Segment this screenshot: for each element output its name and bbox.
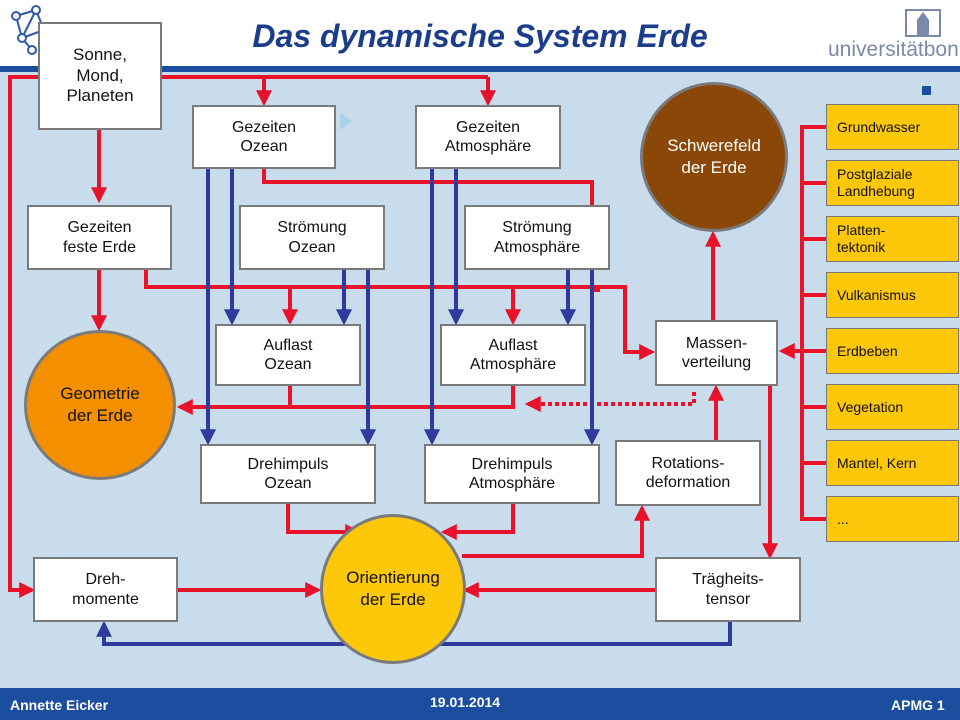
side-process-vulkanismus: Vulkanismus [826,272,959,318]
node-orientierung-der-erde: Orientierung der Erde [320,514,466,664]
side-process-plattentektonik: Platten- tektonik [826,216,959,262]
slide-marker-square [922,86,931,95]
network-logo-icon [11,5,49,55]
side-process-erdbeben: Erdbeben [826,328,959,374]
side-process-vegetation: Vegetation [826,384,959,430]
node-stroemung-ozean: Strömung Ozean [239,205,385,270]
node-auflast-ozean: Auflast Ozean [215,324,361,386]
node-drehimpuls-ozean: Drehimpuls Ozean [200,444,376,504]
node-gezeiten-feste-erde: Gezeiten feste Erde [27,205,172,270]
node-geometrie-der-erde: Geometrie der Erde [24,330,176,480]
node-massenverteilung: Massen- verteilung [655,320,778,386]
node-gezeiten-atmosphaere: Gezeiten Atmosphäre [415,105,561,169]
footer-bar [0,688,960,720]
node-drehimpuls-atmosphaere: Drehimpuls Atmosphäre [424,444,600,504]
footer-author: Annette Eicker [10,697,109,713]
node-rotationsdeformation: Rotations- deformation [615,440,761,506]
side-process-ellipsis: ... [826,496,959,542]
node-auflast-atmosphaere: Auflast Atmosphäre [440,324,586,386]
university-logo-text: universitätbonn [828,38,960,61]
node-gezeiten-ozean: Gezeiten Ozean [192,105,336,169]
node-stroemung-atmosphaere: Strömung Atmosphäre [464,205,610,270]
node-traegheitstensor: Trägheits- tensor [655,557,801,622]
node-schwerefeld-der-erde: Schwerefeld der Erde [640,82,788,232]
slide-title: Das dynamische System Erde [252,18,708,54]
header-stripe [0,66,960,72]
footer-date: 19.01.2014 [430,694,501,710]
watermark-arrow-icon [340,112,352,130]
side-process-grundwasser: Grundwasser [826,104,959,150]
node-sonne-mond-planeten: Sonne, Mond, Planeten [38,22,162,130]
node-drehmomente: Dreh- momente [33,557,178,622]
side-process-postglaziale-landhebung: Postglaziale Landhebung [826,160,959,206]
footer-course: APMG 1 [891,697,945,713]
side-process-mantel-kern: Mantel, Kern [826,440,959,486]
university-building-icon [905,9,941,37]
